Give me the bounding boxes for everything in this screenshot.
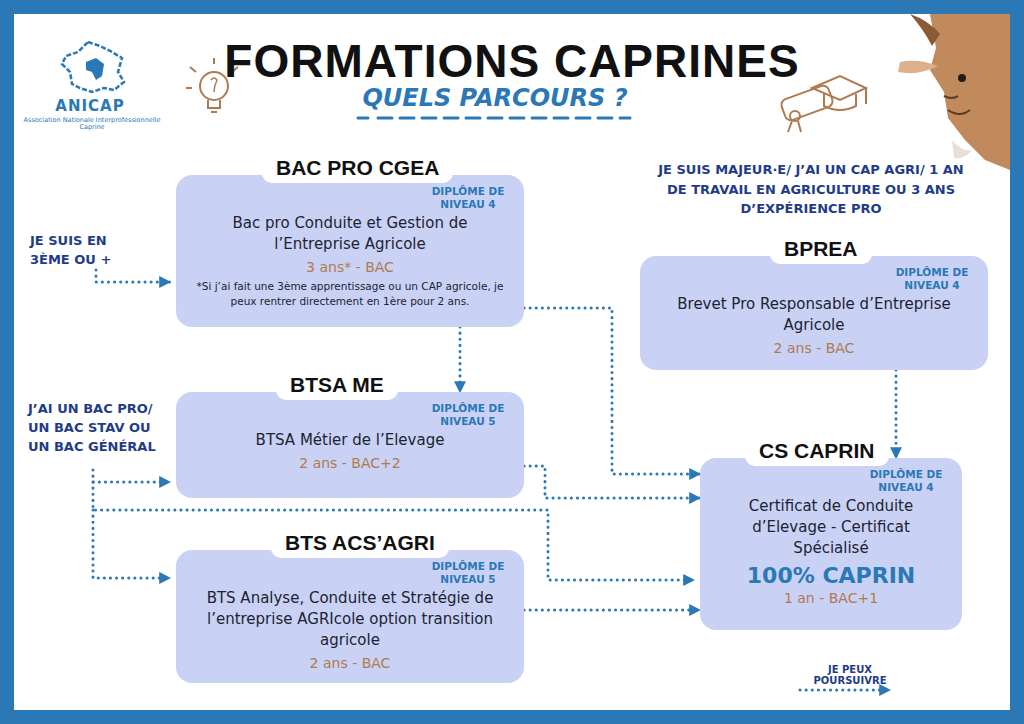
course-name: Bac pro Conduite et Gestion de l’Entrepr… — [190, 213, 510, 255]
box-heading: BPREA — [770, 234, 872, 264]
box-heading: BTSA ME — [276, 370, 398, 400]
logo-subtitle: Association Nationale Interprofessionnel… — [22, 117, 162, 131]
duration: 2 ans - BAC — [654, 340, 974, 356]
progression-arrow — [524, 466, 700, 498]
duration: 3 ans* - BAC — [190, 259, 510, 275]
subtitle-underline — [358, 117, 630, 120]
progression-arrow — [459, 327, 462, 392]
progression-arrow — [895, 370, 898, 458]
legend-sample — [800, 689, 890, 692]
course-box: BTS ACS’AGRIDIPLÔME DE NIVEAU 5BTS Analy… — [176, 550, 524, 683]
diploma-level: DIPLÔME DE NIVEAU 5 — [422, 560, 514, 585]
duration: 1 an - BAC+1 — [714, 590, 948, 606]
duration: 2 ans - BAC+2 — [190, 455, 510, 471]
logo-map — [62, 42, 124, 92]
logo-goat — [86, 58, 104, 80]
box-heading: BAC PRO CGEA — [262, 153, 453, 183]
progression-arrow — [524, 609, 700, 612]
course-box: BPREADIPLÔME DE NIVEAU 4Brevet Pro Respo… — [640, 256, 988, 370]
duration: 2 ans - BAC — [190, 655, 510, 671]
diploma-level: DIPLÔME DE NIVEAU 5 — [422, 402, 514, 427]
course-box: BTSA MEDIPLÔME DE NIVEAU 5BTSA Métier de… — [176, 392, 524, 498]
entry-label: J’AI UN BAC PRO/ UN BAC STAV OU UN BAC G… — [28, 400, 168, 457]
course-box: BAC PRO CGEADIPLÔME DE NIVEAU 4Bac pro C… — [176, 175, 524, 327]
entry-label: JE SUIS MAJEUR·E/ J’AI UN CAP AGRI/ 1 AN… — [652, 160, 970, 219]
course-name: BTSA Métier de l’Elevage — [190, 430, 510, 451]
diploma-level: DIPLÔME DE NIVEAU 4 — [422, 185, 514, 210]
subtitle: QUELS PARCOURS ? — [330, 84, 660, 112]
course-name: BTS Analyse, Conduite et Stratégie de l’… — [190, 588, 510, 651]
logo-name: ANICAP — [40, 97, 140, 115]
highlight: 100% CAPRIN — [714, 563, 948, 588]
box-heading: CS CAPRIN — [745, 436, 889, 466]
goat-illustration — [898, 14, 1010, 170]
diploma-level: DIPLÔME DE NIVEAU 4 — [860, 468, 952, 493]
course-name: Brevet Pro Responsable d’Entreprise Agri… — [654, 294, 974, 336]
footnote: *Si j’ai fait une 3ème apprentissage ou … — [190, 279, 510, 308]
course-box: CS CAPRINDIPLÔME DE NIVEAU 4Certificat d… — [700, 458, 962, 630]
box-heading: BTS ACS’AGRI — [271, 528, 449, 558]
entry-label: JE SUIS EN 3ÈME OU + — [30, 232, 150, 270]
legend-text: JE PEUX POURSUIVRE — [790, 664, 910, 686]
diploma-level: DIPLÔME DE NIVEAU 4 — [886, 266, 978, 291]
course-name: Certificat de Conduite d’Elevage - Certi… — [714, 496, 948, 559]
title: FORMATIONS CAPRINES — [0, 34, 1024, 88]
